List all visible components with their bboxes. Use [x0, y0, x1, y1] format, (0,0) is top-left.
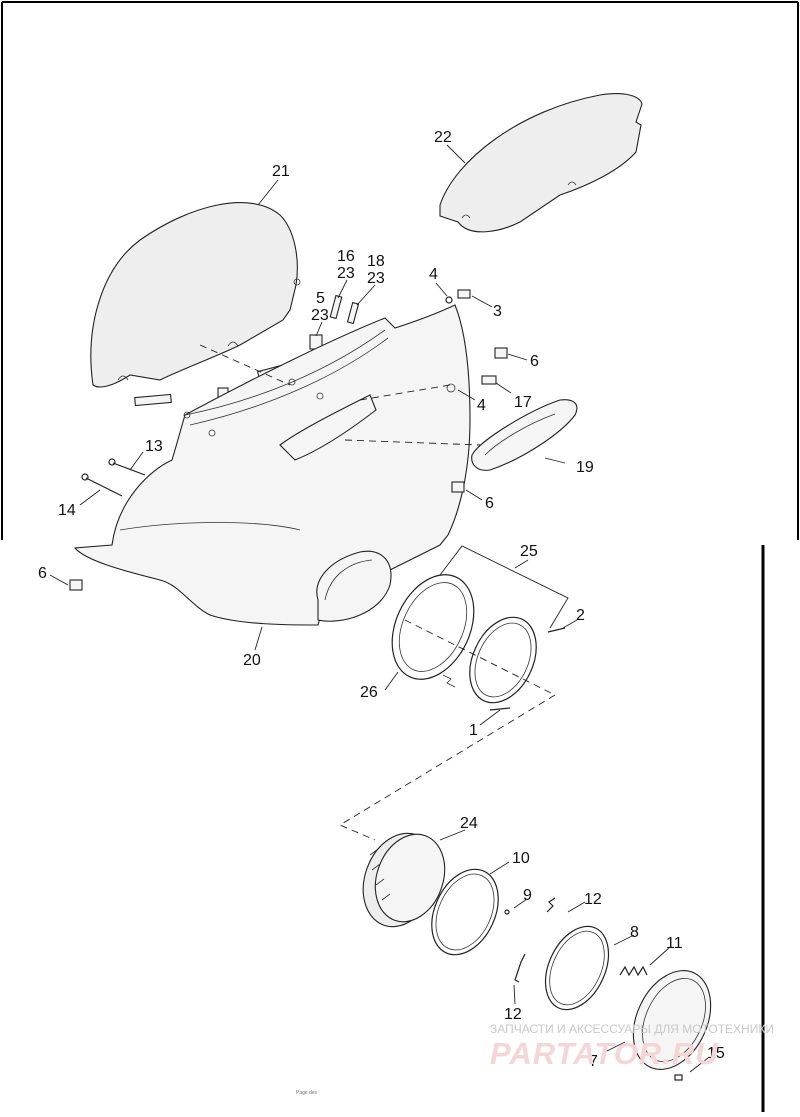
callout-24: 24 — [460, 815, 478, 832]
callout-20: 20 — [243, 652, 261, 669]
callout-13: 13 — [145, 438, 163, 455]
callout-18: 18 — [367, 253, 385, 270]
callout-23-b: 23 — [367, 270, 385, 287]
callout-labels: 21 22 16 23 18 23 5 23 4 3 6 17 4 19 6 1… — [38, 129, 725, 1070]
part-retaining-ring — [431, 868, 510, 956]
callout-1: 1 — [469, 722, 478, 739]
callout-15: 15 — [707, 1045, 725, 1062]
callout-21: 21 — [272, 163, 290, 180]
callout-6-c: 6 — [38, 565, 47, 582]
part-vent-trim — [279, 394, 578, 471]
callout-19: 19 — [576, 459, 594, 476]
part-springs — [514, 897, 648, 983]
callout-10: 10 — [512, 850, 530, 867]
watermark: ЗАПЧАСТИ И АКСЕССУАРЫ ДЛЯ МОТОТЕХНИКИ PA… — [490, 1022, 774, 1071]
callout-9: 9 — [523, 887, 532, 904]
part-windshield-main — [90, 202, 301, 388]
part-seal-ring — [544, 925, 610, 1011]
callout-5: 5 — [316, 290, 325, 307]
callout-4-a: 4 — [429, 266, 438, 283]
part-fairing — [73, 304, 471, 626]
bracket-25 — [439, 545, 569, 629]
part-windshield-upper — [439, 93, 643, 233]
callout-16: 16 — [337, 248, 355, 265]
callout-17: 17 — [514, 394, 532, 411]
assembly-lines — [199, 344, 556, 841]
callout-3: 3 — [493, 303, 502, 320]
part-hardware — [69, 289, 508, 591]
watermark-caption: ЗАПЧАСТИ И АКСЕССУАРЫ ДЛЯ МОТОТЕХНИКИ — [490, 1022, 774, 1036]
leader-lines — [49, 144, 709, 1073]
callout-12-a: 12 — [584, 891, 602, 908]
callout-12-b: 12 — [504, 1006, 522, 1023]
callout-25: 25 — [520, 543, 538, 560]
callout-6-b: 6 — [485, 495, 494, 512]
part-trim-ring — [632, 970, 712, 1081]
callout-14: 14 — [58, 502, 76, 519]
watermark-brand: PARTATOR.RU — [490, 1036, 719, 1071]
callout-8: 8 — [630, 924, 639, 941]
part-headlamp — [362, 832, 446, 928]
callout-26: 26 — [360, 684, 378, 701]
callout-11: 11 — [666, 935, 683, 952]
callout-7: 7 — [589, 1053, 598, 1070]
part-headlamp-brackets — [391, 574, 566, 711]
callout-4-b: 4 — [477, 397, 486, 414]
callout-23-a: 23 — [337, 265, 355, 282]
page-footer: Page des — [296, 1090, 318, 1096]
callout-2: 2 — [576, 607, 585, 624]
callout-23-c: 23 — [311, 307, 329, 324]
callout-6-a: 6 — [530, 353, 539, 370]
callout-22: 22 — [434, 129, 452, 146]
